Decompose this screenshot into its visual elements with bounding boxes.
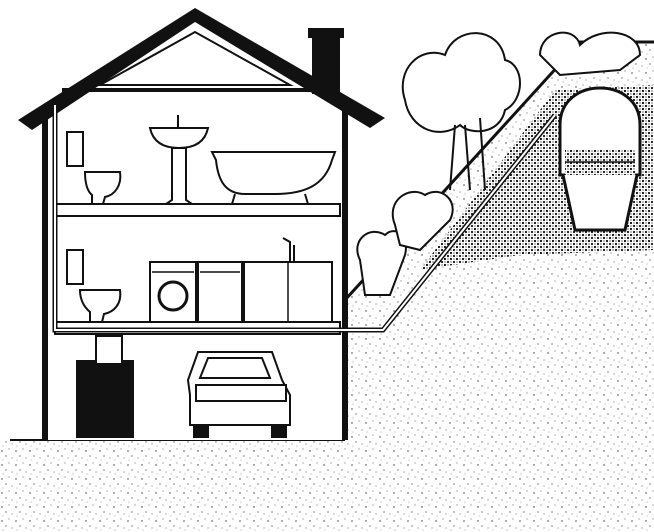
toilet-upper [83, 171, 122, 205]
washing-machine [149, 261, 197, 323]
car [186, 351, 291, 438]
supply-pipe-inner [54, 105, 556, 331]
chimney [308, 28, 344, 94]
trees [356, 31, 642, 296]
water-heater-upper [66, 131, 84, 167]
toilet-lower [78, 289, 122, 323]
spring-reservoir [558, 86, 642, 232]
washbasin [148, 115, 210, 205]
kitchen-sink [282, 237, 295, 262]
kitchen-cabinet [243, 261, 333, 323]
bathtub [210, 151, 337, 205]
water-heater-lower [66, 249, 84, 285]
pressure-tank [76, 335, 134, 438]
dishwasher [197, 261, 243, 323]
roof [18, 8, 385, 130]
